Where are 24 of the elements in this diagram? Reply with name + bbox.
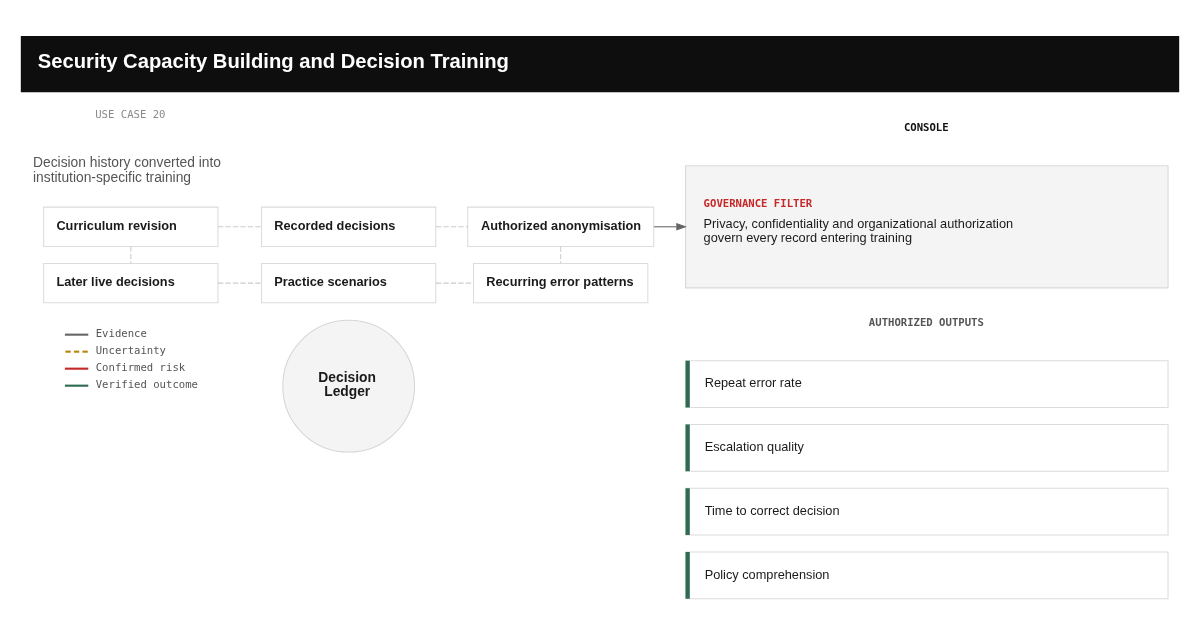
- legend-label: Verified outcome: [95, 378, 198, 392]
- node-box: Recurring error patterns: [473, 262, 649, 304]
- node-box: Curriculum revision: [43, 206, 219, 247]
- label: CONSOLE: [903, 120, 949, 134]
- legend-label: Confirmed risk: [95, 361, 186, 375]
- node-box: GOVERNANCE FILTER Privacy, confidentiality and organizational authorization govern every record entering training: [685, 165, 1169, 289]
- label: Decision history converted into institution-specific training: [33, 153, 221, 185]
- connector: [217, 226, 262, 228]
- label: USE CASE 20: [95, 107, 166, 121]
- node-box: Authorized anonymisation: [467, 206, 655, 247]
- legend-label: Evidence: [95, 327, 147, 341]
- connector: [560, 245, 562, 264]
- connector: [217, 282, 262, 284]
- connector: [130, 245, 132, 264]
- node-circle: Decision Ledger: [282, 319, 416, 453]
- node-box: Practice scenarios: [261, 262, 437, 304]
- node-box: Later live decisions: [43, 262, 219, 304]
- label: AUTHORIZED OUTPUTS: [868, 316, 984, 330]
- legend-label: Uncertainty: [95, 344, 166, 358]
- node-box: Recorded decisions: [261, 206, 437, 247]
- arrow: [653, 223, 687, 231]
- connector: [435, 282, 474, 284]
- diagram-title: Security Capacity Building and Decision Training: [37, 50, 509, 73]
- connector: [435, 226, 469, 228]
